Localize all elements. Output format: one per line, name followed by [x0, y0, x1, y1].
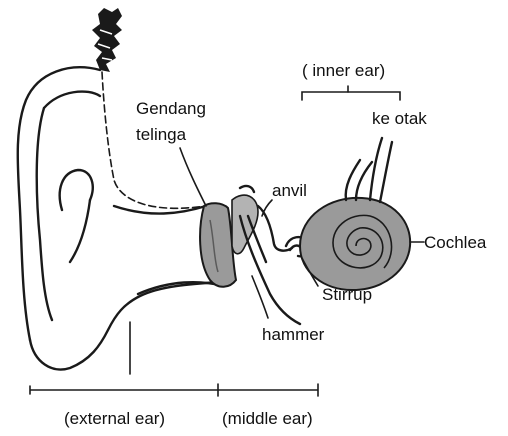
- label-middle-ear: (middle ear): [222, 409, 313, 428]
- label-anvil: anvil: [272, 181, 307, 200]
- label-external-ear: (external ear): [64, 409, 165, 428]
- label-inner-ear: ( inner ear): [302, 61, 385, 80]
- inner-ear-bracket: [302, 86, 400, 100]
- middle-ear-bracket: [218, 384, 318, 396]
- label-gendang: Gendang: [136, 99, 206, 118]
- hair-tuft: [92, 8, 122, 72]
- label-ke-otak: ke otak: [372, 109, 427, 128]
- label-cochlea: Cochlea: [424, 233, 487, 252]
- cochlea-shape: [300, 138, 410, 290]
- label-hammer: hammer: [262, 325, 325, 344]
- middle-ear-structures: [200, 186, 300, 324]
- label-stirrup: Stirrup: [322, 285, 372, 304]
- label-telinga: telinga: [136, 125, 187, 144]
- external-ear-bracket: [30, 384, 218, 396]
